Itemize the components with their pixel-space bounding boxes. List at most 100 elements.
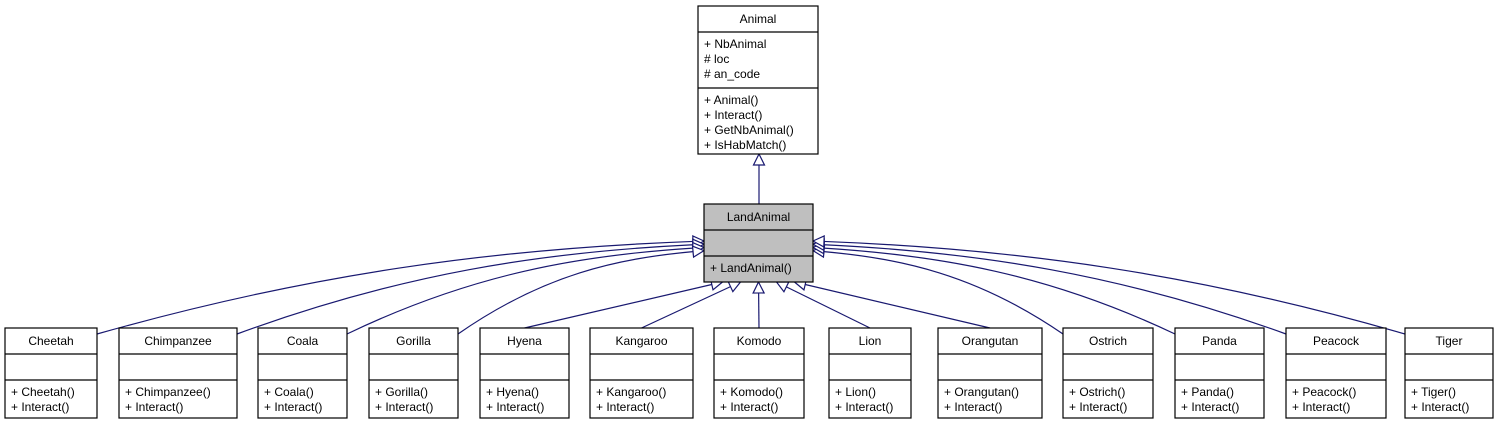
class-hyena[interactable]: Hyena + Hyena()+ Interact() [479, 327, 570, 419]
method-kangaroo: + Kangaroo() [596, 385, 666, 399]
class-name-chimpanzee: Chimpanzee [144, 334, 212, 348]
edge-curve [346, 247, 694, 335]
class-kangaroo[interactable]: Kangaroo + Kangaroo()+ Interact() [589, 327, 694, 419]
edge-curve [823, 251, 1064, 335]
method-komodo: + Komodo() [720, 385, 783, 399]
method-interact: + Interact() [11, 400, 69, 414]
class-box-coala [257, 327, 348, 419]
method-cheetah: + Cheetah() [11, 385, 75, 399]
class-name-kangaroo: Kangaroo [615, 334, 667, 348]
class-box-tiger [1404, 327, 1494, 419]
method-interact: + Interact() [1411, 400, 1469, 414]
edge-line [805, 283, 991, 329]
method-gorilla: + Gorilla() [375, 385, 428, 399]
class-name-hyena: Hyena [507, 334, 542, 348]
method-lion: + Lion() [835, 385, 876, 399]
class-box-peacock [1285, 327, 1387, 419]
edge-curve [236, 244, 694, 335]
class-animal[interactable]: Animal + NbAnimal# loc# an_code + Animal()… [697, 5, 819, 155]
edge-curve [96, 240, 694, 335]
class-box-lion [828, 327, 912, 419]
method-ostrich: + Ostrich() [1069, 385, 1125, 399]
class-name-tiger: Tiger [1436, 334, 1463, 348]
class-box-orangutan [937, 327, 1043, 419]
class-tiger[interactable]: Tiger+ Tiger()+ Interact() [1404, 327, 1494, 419]
method-chimpanzee: + Chimpanzee() [125, 385, 211, 399]
edge-orangutan-landanimal [793, 278, 991, 329]
edge-curve [457, 251, 694, 335]
class-gorilla[interactable]: Gorilla + Gorilla()+ Interact() [368, 327, 459, 419]
method-ishabmatch: + IsHabMatch() [704, 138, 786, 152]
class-box-chimpanzee [118, 327, 238, 419]
inheritance-arrowhead [691, 245, 706, 259]
inheritance-arrowhead [752, 280, 766, 294]
class-chimpanzee[interactable]: Chimpanzee + Chimpanzee()+ Interact() [118, 327, 238, 419]
class-name-gorilla: Gorilla [396, 334, 431, 348]
method-landanimal: + LandAnimal() [710, 261, 792, 275]
class-name-coala: Coala [287, 334, 319, 348]
method-interact: + Interact() [1069, 400, 1127, 414]
class-coala[interactable]: Coala + Coala()+ Interact() [257, 327, 348, 419]
class-box-ostrich [1062, 327, 1154, 419]
method-panda: + Panda() [1181, 385, 1234, 399]
method-interact: + Interact() [944, 400, 1002, 414]
class-lion[interactable]: Lion + Lion()+ Interact() [828, 327, 912, 419]
method-interact: + Interact() [596, 400, 654, 414]
class-peacock[interactable]: Peacock + Peacock()+ Interact() [1285, 327, 1387, 419]
class-box-panda [1174, 327, 1265, 419]
method-hyena: + Hyena() [486, 385, 539, 399]
class-name-peacock: Peacock [1313, 334, 1360, 348]
attribute-an-code: # an_code [704, 67, 760, 81]
method-getnbanimal: + GetNbAnimal() [704, 123, 794, 137]
edge-ostrich-landanimal [811, 245, 1064, 335]
edge-tiger-landanimal [811, 234, 1406, 335]
class-box-hyena [479, 327, 570, 419]
class-name-ostrich: Ostrich [1089, 334, 1127, 348]
class-box-animal [697, 5, 819, 155]
edge-line [786, 286, 871, 329]
edge-curve [823, 244, 1287, 335]
method-interact: + Interact() [1292, 400, 1350, 414]
edge-landanimal-animal [752, 152, 766, 204]
class-ostrich[interactable]: Ostrich + Ostrich()+ Interact() [1062, 327, 1154, 419]
edge-gorilla-landanimal [457, 245, 706, 335]
method-interact: + Interact() [375, 400, 433, 414]
inheritance-arrowhead [752, 152, 766, 166]
class-box-komodo [713, 327, 805, 419]
method-interact: + Interact() [264, 400, 322, 414]
class-name-panda: Panda [1202, 334, 1237, 348]
class-box-gorilla [368, 327, 459, 419]
method-interact: + Interact() [1181, 400, 1239, 414]
edge-line [641, 286, 731, 329]
method-interact: + Interact() [125, 400, 183, 414]
method-interact: + Interact() [486, 400, 544, 414]
method-animal: + Animal() [704, 93, 758, 107]
class-landanimal[interactable]: LandAnimal + LandAnimal() [703, 203, 814, 283]
method-interact: + Interact() [835, 400, 893, 414]
attribute-loc: # loc [704, 52, 729, 66]
edge-komodo-landanimal [752, 280, 766, 329]
class-panda[interactable]: Panda + Panda()+ Interact() [1174, 327, 1265, 419]
edge-curve [823, 247, 1176, 335]
class-name-orangutan: Orangutan [962, 334, 1019, 348]
class-komodo[interactable]: Komodo + Komodo()+ Interact() [713, 327, 805, 419]
inheritance-edges [96, 152, 1406, 335]
class-name-cheetah: Cheetah [28, 334, 73, 348]
class-name-landanimal: LandAnimal [727, 210, 790, 224]
class-box-cheetah [4, 327, 98, 419]
method-orangutan: + Orangutan() [944, 385, 1019, 399]
class-box-kangaroo [589, 327, 694, 419]
attribute-nbanimal: + NbAnimal [704, 37, 766, 51]
edge-line [524, 283, 712, 329]
method-interact: + Interact() [720, 400, 778, 414]
class-orangutan[interactable]: Orangutan + Orangutan()+ Interact() [937, 327, 1043, 419]
class-name-komodo: Komodo [737, 334, 782, 348]
method-coala: + Coala() [264, 385, 314, 399]
class-cheetah[interactable]: Cheetah + Cheetah()+ Interact() [4, 327, 98, 419]
class-name-lion: Lion [859, 334, 882, 348]
edge-curve [823, 240, 1406, 335]
class-nodes: Animal + NbAnimal# loc# an_code + Animal()… [4, 5, 1494, 419]
class-name-animal: Animal [740, 12, 777, 26]
method-peacock: + Peacock() [1292, 385, 1356, 399]
